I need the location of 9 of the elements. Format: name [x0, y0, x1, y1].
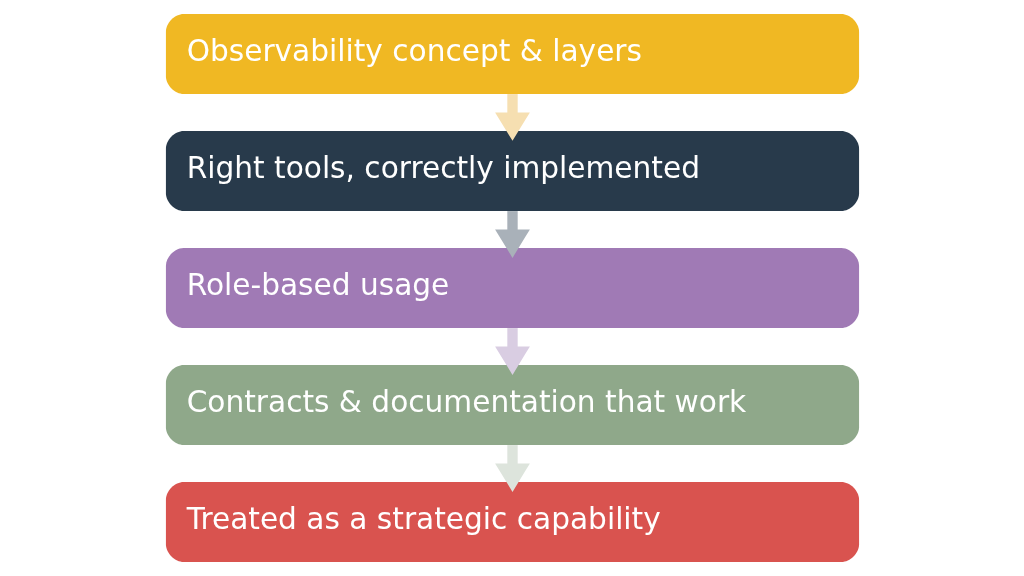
arrow: [494, 445, 530, 492]
node-box: Role-based usage: [165, 248, 859, 328]
node-box: Contracts & documentation that work: [165, 365, 859, 445]
arrow: [494, 211, 530, 258]
node-box: Observability concept & layers: [165, 14, 859, 94]
node-box: Treated as a strategic capability: [165, 482, 859, 562]
arrow: [494, 328, 530, 375]
node-box: Right tools, correctly implemented: [165, 131, 859, 211]
arrow: [494, 94, 530, 141]
